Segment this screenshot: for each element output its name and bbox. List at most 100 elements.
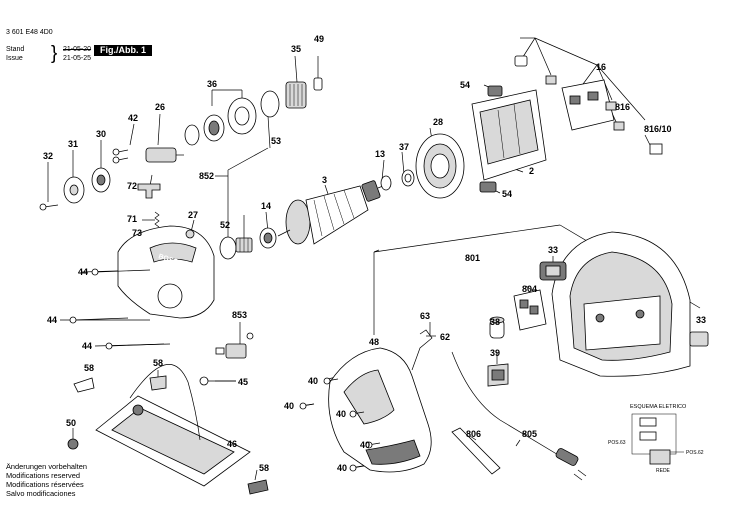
stator-2 xyxy=(471,85,547,193)
callout-40-d: 40 xyxy=(360,440,370,450)
switch-33a xyxy=(539,261,567,281)
screw-32 xyxy=(39,203,59,211)
handle-48 xyxy=(328,347,432,473)
clamp-853 xyxy=(215,332,254,359)
callout-32: 32 xyxy=(43,151,53,161)
callout-38: 38 xyxy=(490,317,500,327)
ring-37 xyxy=(401,169,415,187)
sleeve-39 xyxy=(487,363,509,387)
terminal-block-804 xyxy=(513,289,547,331)
cable-sleeve-806 xyxy=(451,427,501,475)
bearing-49 xyxy=(313,77,323,91)
issue-date: 21-05-25 xyxy=(63,55,92,62)
callout-852: 852 xyxy=(199,171,214,181)
callout-72: 72 xyxy=(127,181,137,191)
callout-35: 35 xyxy=(291,44,301,54)
callout-labels: 35 49 36 26 42 30 31 32 72 71 73 27 53 8… xyxy=(43,34,706,474)
note-es: Salvo modificaciones xyxy=(6,488,76,498)
callout-2: 2 xyxy=(529,166,534,176)
callout-36: 36 xyxy=(207,79,217,89)
issue-label: Issue xyxy=(6,55,23,62)
power-cable-805 xyxy=(451,351,587,481)
pinion-gear-35 xyxy=(285,81,307,109)
callout-40-b: 40 xyxy=(284,401,294,411)
callout-33-top: 33 xyxy=(548,245,558,255)
handle-screws-40 xyxy=(299,377,381,472)
stand-date: 21-05-20 xyxy=(63,46,92,53)
callout-58-right: 58 xyxy=(259,463,269,473)
ring-53 xyxy=(260,90,280,118)
callout-853: 853 xyxy=(232,310,247,320)
flange-30 xyxy=(91,167,111,193)
callout-71: 71 xyxy=(127,214,137,224)
document-id: 3 601 E48 4D0 xyxy=(6,29,53,36)
callout-816: 816 xyxy=(615,102,630,112)
callout-804: 804 xyxy=(522,284,537,294)
callout-28: 28 xyxy=(433,117,443,127)
stand-label: Stand xyxy=(6,46,25,53)
part-shapes: BOSCH xyxy=(39,55,709,495)
callout-54-upper: 54 xyxy=(460,80,470,90)
callout-54-lower: 54 xyxy=(502,189,512,199)
cover-33b xyxy=(689,331,709,347)
callout-52: 52 xyxy=(220,220,230,230)
callout-63: 63 xyxy=(420,311,430,321)
note-fr: Modifications réservées xyxy=(6,479,84,489)
callout-31: 31 xyxy=(68,139,78,149)
wiring-title: ESQUEMA ELETRICO xyxy=(630,404,687,410)
long-screws-44 xyxy=(69,268,165,350)
needle-bearing-852 xyxy=(235,237,253,253)
callout-62: 62 xyxy=(440,332,450,342)
callout-40-a: 40 xyxy=(308,376,318,386)
callout-816-10: 816/10 xyxy=(644,124,672,134)
callout-58-left: 58 xyxy=(84,363,94,373)
lever-72 xyxy=(137,183,161,199)
callout-42: 42 xyxy=(128,113,138,123)
ring-52 xyxy=(219,236,237,260)
nut-50 xyxy=(67,438,79,450)
base-plate-46 xyxy=(95,364,251,487)
brace-symbol: } xyxy=(51,43,58,64)
spring-71 xyxy=(154,211,160,228)
note-de: Änderungen vorbehalten xyxy=(6,462,87,471)
note-en: Modifications reserved xyxy=(6,470,80,480)
callout-46: 46 xyxy=(227,439,237,449)
callout-13: 13 xyxy=(375,149,385,159)
cable-clip-63 xyxy=(411,329,433,371)
callout-48: 48 xyxy=(369,337,379,347)
callout-58-mid: 58 xyxy=(153,358,163,368)
callout-801: 801 xyxy=(465,253,480,263)
callout-3: 3 xyxy=(322,175,327,185)
callout-805: 805 xyxy=(522,429,537,439)
callout-39: 39 xyxy=(490,348,500,358)
brush-holder-16 xyxy=(514,55,663,155)
callout-37: 37 xyxy=(399,142,409,152)
lever-58 xyxy=(73,375,269,495)
callout-27: 27 xyxy=(188,210,198,220)
motor-housing-801 xyxy=(551,231,691,377)
bearing-14 xyxy=(259,227,277,249)
callout-40-e: 40 xyxy=(337,463,347,473)
screw-45 xyxy=(199,376,236,386)
callout-53: 53 xyxy=(271,136,281,146)
wiring-pos62: POS.62 xyxy=(686,450,704,456)
screws-42 xyxy=(112,148,129,164)
wiring-rede: REDE xyxy=(656,468,671,474)
blade-guard-27: BOSCH xyxy=(117,225,215,319)
callout-45: 45 xyxy=(238,377,248,387)
callout-73: 73 xyxy=(132,228,142,238)
armature-3 xyxy=(277,180,389,245)
wiring-diagram xyxy=(631,413,684,465)
spindle-26 xyxy=(145,147,184,163)
callout-26: 26 xyxy=(155,102,165,112)
flange-31 xyxy=(63,176,85,204)
wiring-pos63: POS.63 xyxy=(608,440,626,446)
callout-40-c: 40 xyxy=(336,409,346,419)
callout-33-right: 33 xyxy=(696,315,706,325)
callout-50: 50 xyxy=(66,418,76,428)
figure-badge: Fig./Abb. 1 xyxy=(94,45,152,56)
callout-44-top: 44 xyxy=(78,267,88,277)
callout-806: 806 xyxy=(466,429,481,439)
